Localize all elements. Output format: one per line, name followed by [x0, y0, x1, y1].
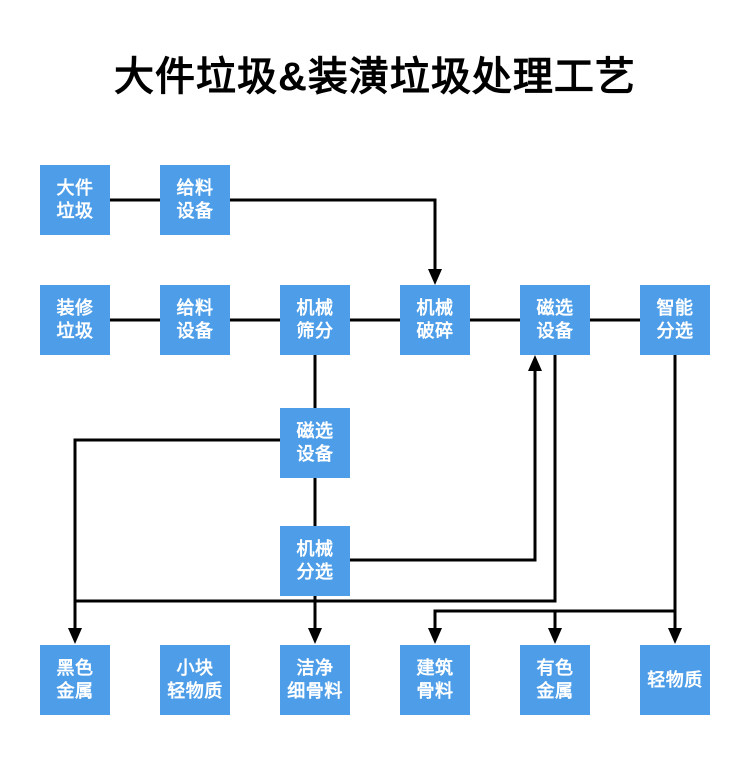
arrow-into-light-matter-icon [668, 628, 682, 644]
node-mech-screening: 机械 筛分 [280, 285, 350, 355]
edge-sorting-to-magnetic-right [350, 371, 537, 562]
page-title: 大件垃圾&装潢垃圾处理工艺 [114, 55, 636, 99]
node-mech-crushing: 机械 破碎 [400, 285, 470, 355]
node-mech-sorting: 机械 分选 [280, 526, 350, 596]
arrow-into-magnetic-right-icon [528, 355, 542, 371]
arrow-into-black-metal-icon [68, 628, 82, 644]
node-small-light-matter: 小块 轻物质 [160, 645, 230, 715]
node-deco-waste: 装修 垃圾 [40, 285, 110, 355]
node-feeder-mid: 给料 设备 [160, 285, 230, 355]
edge-smart-to-construction [433, 609, 675, 628]
edge-magnetic-right-to-black-metal [75, 355, 557, 603]
arrow-into-construction-icon [428, 628, 442, 644]
node-magnetic-right: 磁选 设备 [520, 285, 590, 355]
edge-magnetic-mid-to-black-metal [73, 438, 280, 628]
node-magnetic-mid: 磁选 设备 [280, 408, 350, 478]
arrow-into-nonferrous-icon [548, 628, 562, 644]
node-light-matter: 轻物质 [640, 645, 710, 715]
edge-feeder-to-crusher [230, 198, 437, 269]
arrow-into-crusher-icon [428, 269, 442, 285]
node-feeder-top: 给料 设备 [160, 165, 230, 235]
arrow-into-clean-fine-icon [308, 628, 322, 644]
node-clean-fine-aggregate: 洁净 细骨料 [280, 645, 350, 715]
node-nonferrous-metal: 有色 金属 [520, 645, 590, 715]
node-bulky-waste: 大件 垃圾 [40, 165, 110, 235]
node-smart-sorting: 智能 分选 [640, 285, 710, 355]
node-construction-aggregate: 建筑 骨料 [400, 645, 470, 715]
node-black-metal: 黑色 金属 [40, 645, 110, 715]
